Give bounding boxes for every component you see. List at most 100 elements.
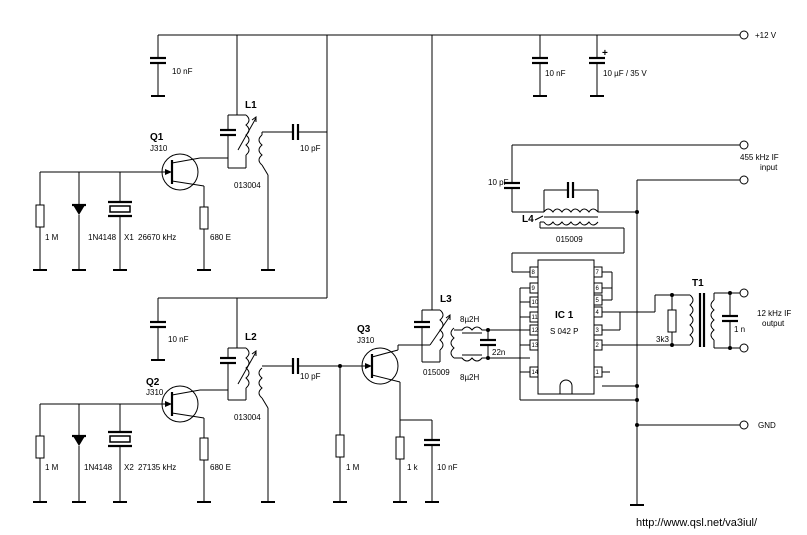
ic-left-wiring — [511, 228, 637, 401]
ic-pin-number: 1 — [596, 370, 600, 376]
l3-tank: L3 015009 — [414, 35, 455, 377]
if-input-label-2: input — [760, 163, 778, 172]
l4-label: L4 — [522, 214, 534, 225]
choke-cap-label: 22n — [492, 348, 505, 357]
ic1: IC 1 S 042 P — [537, 259, 595, 395]
r-q1-source: 680 E — [196, 206, 231, 271]
d2-label: 1N4148 — [84, 463, 113, 472]
vcc-rail: +12 V — [158, 30, 777, 40]
q3-jfet: Q3 J310 — [357, 324, 430, 420]
cap-electrolytic: + 10 µF / 35 V — [589, 35, 647, 97]
if-input-terminal[interactable] — [739, 140, 749, 150]
q1-gate-network: 1 M 1N4148 X1 26670 kHz — [32, 171, 176, 271]
l4-part-label: 015009 — [556, 235, 583, 244]
ic1-label: IC 1 — [555, 310, 574, 321]
cap-l1-label: 10 pF — [300, 144, 321, 153]
q2-jfet: Q2 J310 — [146, 377, 228, 438]
r-q1-src-label: 680 E — [210, 233, 231, 242]
q1-type-label: J310 — [150, 144, 168, 153]
x1-freq-label: 26670 kHz — [138, 233, 176, 242]
cap-if-in-label: 10 pF — [488, 178, 509, 187]
r-q1-gate-label: 1 M — [45, 233, 59, 242]
l1-tank: L1 013004 — [220, 35, 276, 271]
l2-part-label: 013004 — [234, 413, 261, 422]
ic1-pins: 8 9 10 11 12 13 14 7 6 5 4 3 2 1 — [529, 266, 603, 378]
r-q3-gate: 1 M — [332, 366, 360, 503]
choke-filter: 8µ2H 8µ2H 22n — [454, 315, 520, 382]
r-t1-label: 3k3 — [656, 335, 669, 344]
r-q3-gate-label: 1 M — [346, 463, 360, 472]
l1-part-label: 013004 — [234, 181, 261, 190]
cap-top-mid-label: 10 nF — [545, 69, 566, 78]
ic-pin-number: 13 — [532, 343, 539, 349]
ic-pin-number: 3 — [596, 328, 600, 334]
gnd-rail: GND — [637, 420, 776, 430]
x1-label: X1 — [124, 233, 134, 242]
ic-right-wiring: 3k3 — [602, 175, 749, 505]
gnd-terminal[interactable] — [739, 420, 749, 430]
r-q3-src-label: 1 k — [407, 463, 419, 472]
if-input-network: 455 kHz IF input 10 pF — [488, 140, 779, 213]
if-output-terminal-1[interactable] — [739, 288, 749, 298]
q2-label: Q2 — [146, 377, 160, 388]
l2-label: L2 — [245, 332, 257, 343]
cap-l2-label: 10 pF — [300, 372, 321, 381]
ic-pin-number: 8 — [532, 270, 536, 276]
l3-label: L3 — [440, 294, 452, 305]
if-output-label-1: 12 kHz IF — [757, 309, 791, 318]
l3-part-label: 015009 — [423, 368, 450, 377]
ic-pin-number: 4 — [596, 310, 600, 316]
cap-top-left: 10 nF — [150, 35, 193, 97]
q2-type-label: J310 — [146, 388, 164, 397]
q1-label: Q1 — [150, 132, 164, 143]
aux-terminal[interactable] — [739, 175, 749, 185]
ic-pin-number: 7 — [596, 270, 600, 276]
q3-type-label: J310 — [357, 336, 375, 345]
l2-tank: L2 013004 — [220, 298, 276, 503]
l4-tank: L4 015009 — [522, 182, 637, 244]
l1-label: L1 — [245, 100, 257, 111]
ic-pin-number: 9 — [532, 286, 536, 292]
t1-transformer: T1 1 n 12 kHz IF output — [689, 278, 791, 353]
x2-label: X2 — [124, 463, 134, 472]
ic-pin-number: 14 — [532, 370, 539, 376]
if-output-terminal-2[interactable] — [739, 343, 749, 353]
choke-top-label: 8µ2H — [460, 315, 480, 324]
cap-top-left-label: 10 nF — [172, 67, 193, 76]
cap-mid-left: 10 nF — [150, 298, 189, 361]
q3-source-network: 1 k 10 nF — [392, 419, 458, 503]
x2-freq-label: 27135 kHz — [138, 463, 176, 472]
gnd-label: GND — [758, 421, 776, 430]
t1-label: T1 — [692, 278, 704, 289]
q1-jfet: Q1 J310 — [150, 132, 228, 207]
cap-mid-left-label: 10 nF — [168, 335, 189, 344]
cap-electrolytic-label: 10 µF / 35 V — [603, 69, 647, 78]
ic-pin-number: 2 — [596, 343, 600, 349]
cap-l2-coupling: 10 pF — [262, 358, 370, 381]
ic-pin-number: 11 — [532, 315, 539, 321]
lo1-feed — [158, 35, 328, 299]
vcc-terminal[interactable] — [739, 30, 749, 40]
r-q2-src-label: 680 E — [210, 463, 231, 472]
if-input-label-1: 455 kHz IF — [740, 153, 779, 162]
cap-l1-coupling: 10 pF — [262, 124, 327, 153]
ic-pin-number: 12 — [532, 328, 539, 334]
r-q2-gate-label: 1 M — [45, 463, 59, 472]
cap-electrolytic-polarity: + — [602, 48, 608, 59]
q2-gate-network: 1 M 1N4148 X2 27135 kHz — [32, 403, 176, 503]
cap-top-mid: 10 nF — [532, 35, 566, 97]
d1-label: 1N4148 — [88, 233, 117, 242]
cap-q3-src-label: 10 nF — [437, 463, 458, 472]
source-url: http://www.qsl.net/va3iul/ — [636, 517, 758, 529]
ic-pin-number: 10 — [532, 300, 539, 306]
ic1-part-label: S 042 P — [550, 327, 578, 336]
q3-label: Q3 — [357, 324, 371, 335]
vcc-label: +12 V — [755, 31, 777, 40]
choke-bottom-label: 8µ2H — [460, 373, 480, 382]
cap-out-label: 1 n — [734, 325, 745, 334]
ic-pin-number: 5 — [596, 298, 600, 304]
if-output-label-2: output — [762, 319, 785, 328]
ic-pin-number: 6 — [596, 286, 600, 292]
r-q2-source: 680 E — [196, 437, 231, 503]
